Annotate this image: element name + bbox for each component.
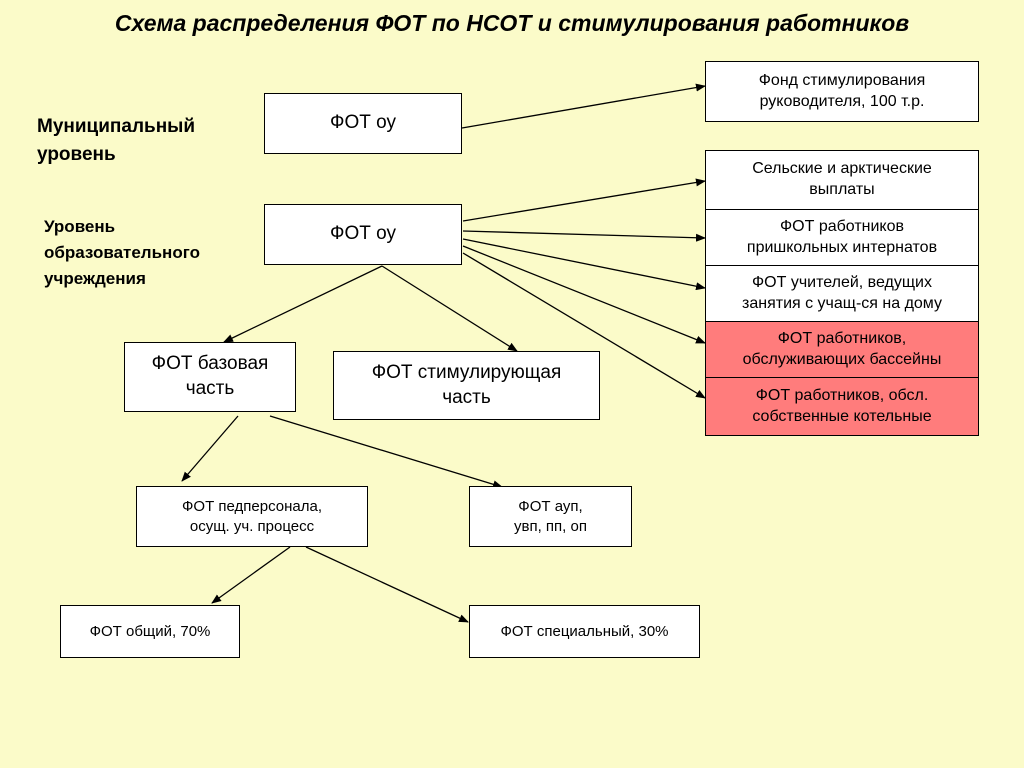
arrow-to-pools bbox=[462, 245, 706, 344]
incentive-part-box: ФОТ стимулирующая часть bbox=[333, 351, 600, 420]
arrow-to-general bbox=[211, 546, 291, 604]
rural-arctic-box: Сельские и арктические выплаты bbox=[705, 150, 979, 210]
boilers-box: ФОТ работников, обсл. собственные котель… bbox=[705, 377, 979, 436]
arrow-to-home-teachers bbox=[462, 238, 706, 291]
arrow-to-base-part bbox=[223, 265, 383, 343]
municipal-level-label: Муниципальный уровень bbox=[37, 116, 196, 165]
base-part-box: ФОТ базовая часть bbox=[124, 342, 296, 412]
arrow-to-rural-arctic bbox=[462, 178, 706, 222]
arrow-to-boarding bbox=[462, 230, 706, 242]
arrow-to-admin-staff bbox=[269, 415, 503, 489]
fot-ou-institution-box: ФОТ оу bbox=[264, 204, 462, 265]
general-box: ФОТ общий, 70% bbox=[60, 605, 240, 658]
fot-ou-municipal-box: ФОТ оу bbox=[264, 93, 462, 154]
admin-staff-box: ФОТ ауп, увп, пп, оп bbox=[469, 486, 632, 547]
arrow-to-teaching-staff bbox=[181, 415, 239, 482]
institution-level-label: Уровень образовательного учреждения bbox=[44, 217, 200, 288]
arrow-to-director-fund bbox=[461, 83, 706, 129]
diagram-title: Схема распределения ФОТ по НСОТ и стимул… bbox=[114, 10, 910, 36]
boarding-box: ФОТ работников пришкольных интернатов bbox=[705, 209, 979, 266]
arrow-to-incentive-part bbox=[381, 265, 518, 352]
teaching-staff-box: ФОТ педперсонала, осущ. уч. процесс bbox=[136, 486, 368, 547]
pools-box: ФОТ работников, обслуживающих бассейны bbox=[705, 321, 979, 378]
special-box: ФОТ специальный, 30% bbox=[469, 605, 700, 658]
arrow-to-special bbox=[305, 546, 469, 623]
home-teachers-box: ФОТ учителей, ведущих занятия с учащ-ся … bbox=[705, 265, 979, 322]
director-fund-box: Фонд стимулирования руководителя, 100 т.… bbox=[705, 61, 979, 122]
